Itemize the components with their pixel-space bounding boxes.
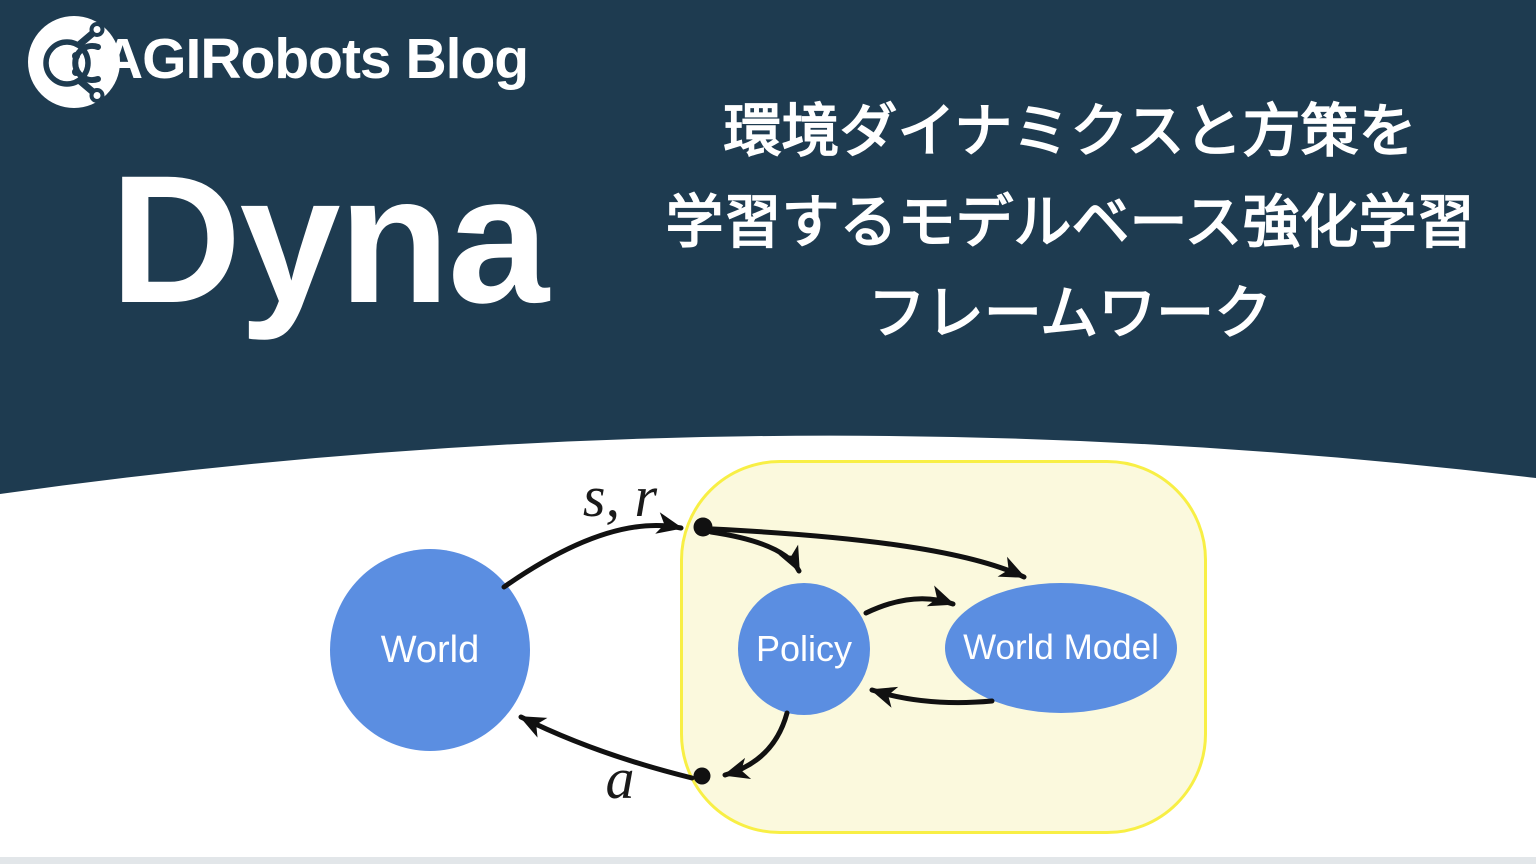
node-world: World (330, 549, 530, 751)
node-policy: Policy (738, 583, 870, 715)
node-world-model-label: World Model (963, 628, 1159, 667)
node-world-model: World Model (945, 583, 1177, 713)
subtitle-line-3: フレームワーク (867, 281, 1273, 346)
node-policy-label: Policy (755, 628, 853, 669)
brand (28, 16, 120, 108)
edge-label-action: a (605, 746, 635, 811)
brand-name: AGIRobots Blog (102, 27, 529, 91)
robot-logo-icon (28, 16, 120, 108)
subtitle: 環境ダイナミクスと方策を 学習するモデルベース強化学習 フレームワーク (620, 103, 1520, 343)
edge-label-state-reward: s, r (582, 464, 658, 529)
node-world-label: World (380, 628, 480, 671)
subtitle-line-1: 環境ダイナミクスと方策を (723, 99, 1417, 164)
page-title: Dyna (110, 137, 549, 341)
bottom-strip (0, 857, 1536, 864)
subtitle-line-2: 学習するモデルベース強化学習 (665, 190, 1475, 255)
